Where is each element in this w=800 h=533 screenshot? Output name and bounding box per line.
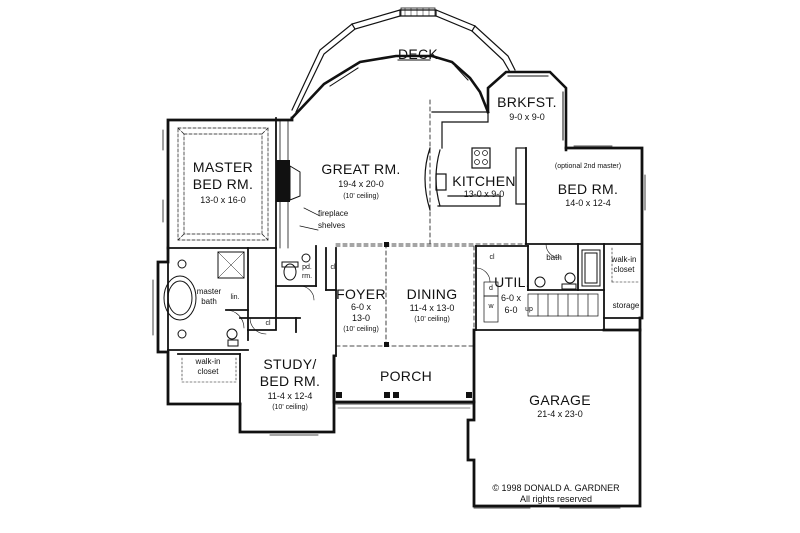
garage-label: GARAGE (529, 392, 591, 408)
master-bed-dims: 13-0 x 16-0 (200, 195, 246, 205)
master-bath-label-2: bath (201, 297, 217, 306)
copyright-line-1: © 1998 DONALD A. GARDNER (492, 483, 620, 493)
porch-columns (333, 242, 475, 409)
interior-walls (167, 117, 643, 405)
deck-outline (291, 7, 516, 113)
foyer-dims-1: 6-0 x (350, 302, 371, 312)
deck-label: DECK (397, 46, 439, 62)
linen-label: lin. (230, 294, 240, 301)
dining-label: DINING (406, 286, 458, 302)
right-bath-fixtures (534, 249, 601, 290)
fireplace (276, 160, 321, 231)
dining-ceiling: (10' ceiling) (414, 316, 450, 323)
powder-room-label-1: pd. (302, 264, 312, 271)
powder-room-toilet (281, 253, 311, 281)
master-tray-ceiling (177, 127, 269, 241)
fireplace-label-1: fireplace (318, 209, 349, 218)
closet-mark-study: cl (265, 320, 271, 327)
breakfast-dims: 9-0 x 9-0 (509, 112, 545, 122)
great-room-dims: 19-4 x 20-0 (338, 179, 384, 189)
fireplace-label-2: shelves (318, 221, 346, 230)
porch-label: PORCH (379, 368, 433, 384)
bed-room-dims: 14-0 x 12-4 (565, 198, 611, 208)
kitchen-dims: 13-0 x 9-0 (463, 189, 505, 199)
bed-room-label: BED RM. (557, 181, 619, 197)
kitchen-counters (424, 111, 527, 211)
utility-dims-1: 6-0 x (500, 293, 521, 303)
utility-dims-2: 6-0 (504, 305, 518, 315)
storage-label: storage (612, 301, 640, 310)
master-bath-label-1: master (196, 287, 222, 296)
breakfast-bay-wall (486, 70, 568, 152)
kitchen-label: KITCHEN (452, 173, 516, 189)
breakfast-label: BRKFST. (497, 94, 557, 110)
utility-up: up (525, 306, 533, 313)
dining-dims: 11-4 x 13-0 (409, 303, 455, 313)
copyright-line-2: All rights reserved (519, 494, 593, 504)
washer-mark: w (488, 303, 494, 310)
walk-in-closet-right-1: walk-in (611, 255, 637, 264)
study-label-2: BED RM. (259, 373, 321, 389)
master-bed-label-1: MASTER (192, 159, 254, 175)
bed-room-note: (optional 2nd master) (554, 163, 622, 170)
walk-in-closet-left-2: closet (197, 367, 219, 376)
study-label-1: STUDY/ (263, 356, 317, 372)
foyer-ceiling: (10' ceiling) (343, 326, 379, 333)
garage-dims: 21-4 x 23-0 (537, 409, 583, 419)
foyer-label: FOYER (336, 286, 386, 302)
master-bed-label-2: BED RM. (192, 176, 254, 192)
closet-mark-foyer: cl (330, 264, 336, 271)
great-room-label: GREAT RM. (321, 161, 401, 177)
master-bath-fixtures (163, 251, 245, 347)
closet-shelves (181, 247, 639, 383)
study-ceiling: (10' ceiling) (272, 404, 308, 411)
powder-room-label-2: rm. (301, 273, 313, 280)
utility-stairs (483, 281, 599, 323)
dashed-lines (335, 99, 527, 347)
walk-in-closet-right-2: closet (613, 265, 635, 274)
rear-windows (329, 59, 469, 87)
closet-mark-util: cl (489, 254, 495, 261)
study-dims: 11-4 x 12-4 (267, 391, 313, 401)
door-swings (225, 243, 561, 335)
utility-label: UTIL. (494, 274, 530, 290)
walk-in-closet-left-1: walk-in (195, 357, 221, 366)
dryer-mark: d (489, 285, 493, 292)
great-room-rear-wall (290, 54, 490, 120)
foyer-dims-2: 13-0 (351, 313, 370, 323)
great-room-ceiling: (10' ceiling) (343, 193, 379, 200)
bath-label: bath (546, 253, 562, 262)
